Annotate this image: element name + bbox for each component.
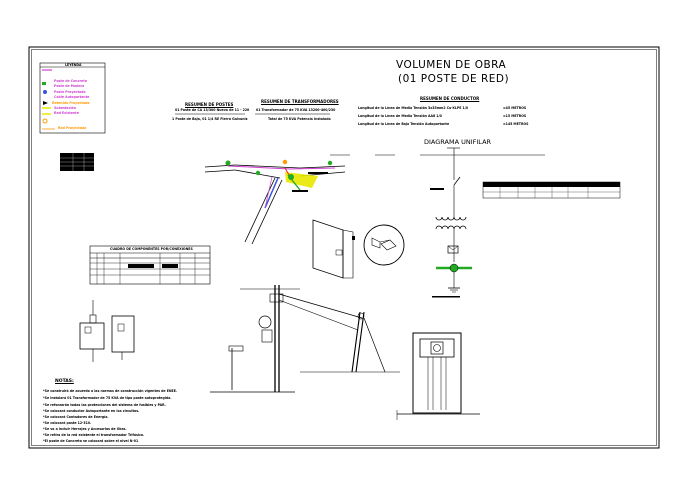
- legend-item: Retenida Proyectada: [52, 101, 90, 105]
- note-line: *Se retira de la red existente el transf…: [43, 433, 145, 437]
- resumen-transformadores-line2: Total de 75 KVA Potencia Instalada: [268, 117, 331, 121]
- resumen-postes-line2: 1 Poste de Baja, 01 1/4 RE Fierro Galvan…: [172, 117, 248, 121]
- inner-frame: [31, 49, 657, 446]
- resumen-conductor-row-value: =45 METROS: [503, 106, 527, 110]
- transformer-data-table: [482, 181, 621, 199]
- resumen-transformadores-title: RESUMEN DE TRANSFORMADORES: [261, 99, 339, 104]
- meter-panel-detail: [396, 332, 480, 420]
- note-line: *Se colocará conductor Autoportante en l…: [43, 409, 140, 413]
- note-line: *Se instalará 01 Transformador de 75 KVA…: [43, 396, 172, 400]
- drawing-title-line2: (01 POSTE DE RED): [398, 73, 510, 85]
- components-table: [89, 245, 211, 285]
- network-plan-view: [204, 159, 346, 245]
- resumen-conductor-title: RESUMEN DE CONDUCTOR: [420, 96, 480, 101]
- notes-title: NOTAS:: [55, 379, 74, 384]
- note-line: *Se reforzarán todas las protecciones de…: [43, 403, 166, 407]
- legend-item: Red Proyectada: [58, 126, 87, 130]
- note-line: *Se colocará Contadores de Energía.: [43, 415, 109, 419]
- single-line-diagram: [430, 147, 472, 298]
- resumen-conductor-row-label: Longitud de la Línea de Media Tensión AA…: [358, 114, 442, 118]
- unifilar-title: DIAGRAMA UNIFILAR: [424, 138, 492, 146]
- note-line: *Se construirá de acuerdo a las normas d…: [43, 389, 178, 393]
- note-line: *Se va a incluir Herrajes y Accesorios d…: [43, 427, 127, 431]
- resumen-postes-line1: 01 Poste de CA 13/300 Nuevo de 11 - 220: [175, 108, 250, 112]
- components-table-title: CUADRO DE COMPONENTES POR/CONEXIONES: [110, 247, 193, 251]
- pole-elevation: [210, 285, 400, 393]
- legend-item: Poste de Madera: [54, 84, 85, 88]
- outer-frame: [28, 46, 660, 449]
- legend-item: Subestación: [54, 106, 77, 110]
- resumen-postes-title: RESUMEN DE POSTES: [185, 102, 234, 107]
- resumen-conductor-row-value: =15 METROS: [503, 114, 527, 118]
- legend-title: LEYENDA: [65, 63, 82, 67]
- open-cabinet-icon: [312, 219, 355, 279]
- small-schedule-table: [60, 153, 94, 171]
- resumen-conductor-row-label: Longitud de la Línea de Media Tensión 3x…: [358, 106, 469, 110]
- legend-item: Poste de Concreto: [54, 79, 87, 83]
- resumen-transformadores-line1: 01 Transformador de 75 KVA 13200-400/230: [256, 108, 336, 112]
- resumen-conductor-row-value: =145 METROS: [503, 122, 529, 126]
- drawing-title-line1: VOLUMEN DE OBRA: [396, 59, 507, 71]
- legend-item: Red Existente: [54, 111, 79, 115]
- light-bulb-icon: [363, 224, 405, 266]
- legend-item: Poste Proyectado: [54, 90, 86, 94]
- meter-box-detail: [79, 300, 135, 362]
- resumen-conductor-row-label: Longitud de la Línea de Baja Tensión Aut…: [358, 122, 450, 126]
- note-line: *Se colocará poste 12-310.: [43, 421, 92, 425]
- legend-box: [39, 62, 106, 134]
- note-line: *El poste de Concreto se colocará sobre …: [43, 439, 139, 443]
- legend-item: Cable Autoportante: [54, 95, 90, 99]
